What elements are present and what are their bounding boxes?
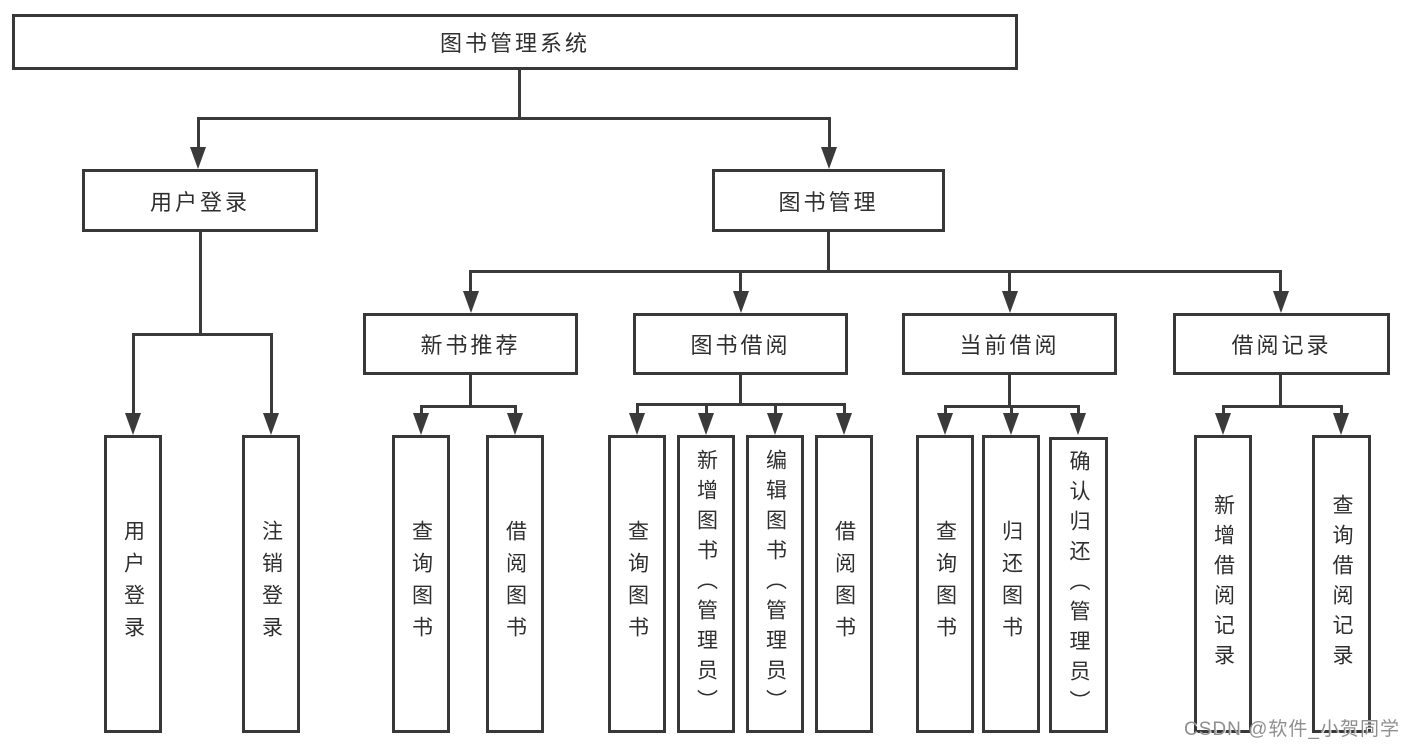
connector-line [513, 405, 517, 415]
node-book-management-label: 图书管理 [778, 189, 879, 215]
connector-line [1221, 405, 1343, 408]
arrowhead-icon [1001, 291, 1018, 313]
leaf-edit-book-admin: 编辑图书（管理员） [746, 435, 804, 733]
node-user-login-label: 用户登录 [149, 189, 250, 215]
arrowhead-icon [836, 413, 852, 435]
connector-line [635, 403, 639, 415]
connector-line [1076, 405, 1080, 415]
leaf-add-borrow-record: 新增借阅记录 [1194, 435, 1252, 733]
arrowhead-icon [1215, 413, 1231, 435]
connector-line [1009, 405, 1013, 415]
leaf-add-book-admin-label: 新增图书（管理员） [694, 449, 718, 719]
node-current-borrowing: 当前借阅 [902, 313, 1117, 375]
arrowhead-icon [698, 413, 714, 435]
node-borrowing-records: 借阅记录 [1173, 313, 1390, 375]
arrowhead-icon [821, 147, 837, 169]
connector-line [1221, 405, 1225, 415]
connector-line [517, 70, 521, 120]
connector-line [469, 375, 472, 408]
connector-line [1279, 270, 1282, 293]
connector-line [196, 117, 831, 120]
node-current-borrowing-label: 当前借阅 [959, 333, 1060, 358]
arrowhead-icon [732, 291, 749, 313]
connector-line [842, 403, 846, 415]
connector-line [196, 117, 200, 149]
connector-line [773, 403, 777, 415]
arrowhead-icon [1003, 413, 1019, 435]
arrowhead-icon [263, 413, 279, 435]
leaf-return-book: 归还图书 [982, 435, 1040, 733]
node-user-login: 用户登录 [82, 169, 318, 232]
node-book-borrowing: 图书借阅 [633, 313, 848, 375]
leaf-add-borrow-record-label: 新增借阅记录 [1211, 494, 1235, 674]
leaf-borrowing-query-book-label: 查询图书 [625, 520, 649, 648]
arrowhead-icon [1333, 413, 1349, 435]
leaf-current-query-book-label: 查询图书 [933, 520, 957, 648]
leaf-return-book-label: 归还图书 [999, 520, 1023, 648]
connector-line [198, 232, 202, 336]
connector-line [739, 375, 742, 406]
connector-line [269, 333, 273, 414]
connector-line [827, 117, 831, 149]
arrowhead-icon [125, 413, 141, 435]
leaf-confirm-return-admin: 确认归还（管理员） [1049, 437, 1108, 733]
connector-line [131, 333, 135, 414]
node-new-book-recommend-label: 新书推荐 [420, 333, 521, 358]
arrowhead-icon [1272, 291, 1289, 313]
arrowhead-icon [937, 413, 953, 435]
arrowhead-icon [1070, 413, 1086, 435]
leaf-user-login-label: 用户登录 [121, 520, 145, 648]
connector-line [1008, 270, 1011, 293]
leaf-recommend-query-book-label: 查询图书 [409, 520, 433, 648]
node-book-management: 图书管理 [712, 169, 945, 232]
leaf-recommend-borrow-book-label: 借阅图书 [503, 520, 527, 648]
leaf-borrowing-query-book: 查询图书 [608, 435, 666, 733]
leaf-add-book-admin: 新增图书（管理员） [677, 435, 735, 733]
leaf-edit-book-admin-label: 编辑图书（管理员） [763, 449, 787, 719]
connector-line [635, 403, 846, 406]
connector-line [1339, 405, 1343, 415]
leaf-query-borrow-record: 查询借阅记录 [1312, 435, 1371, 733]
node-root: 图书管理系统 [12, 14, 1018, 70]
watermark: CSDN @软件_小贺同学 [1184, 719, 1400, 740]
arrowhead-icon [413, 413, 429, 435]
connector-line [704, 403, 708, 415]
leaf-logout: 注销登录 [242, 435, 300, 733]
connector-line [419, 405, 517, 408]
arrowhead-icon [462, 291, 479, 313]
connector-line [827, 232, 830, 273]
connector-line [1008, 375, 1011, 408]
leaf-current-query-book: 查询图书 [916, 435, 974, 733]
leaf-borrow-book-label: 借阅图书 [832, 520, 856, 648]
leaf-query-borrow-record-label: 查询借阅记录 [1330, 494, 1353, 674]
leaf-user-login: 用户登录 [104, 435, 162, 733]
connector-line [943, 405, 947, 415]
connector-line [469, 270, 1282, 273]
leaf-confirm-return-admin-label: 确认归还（管理员） [1067, 450, 1090, 720]
node-root-label: 图书管理系统 [439, 31, 590, 56]
connector-line [469, 270, 472, 293]
leaf-recommend-query-book: 查询图书 [392, 435, 450, 733]
arrowhead-icon [190, 147, 206, 169]
node-book-borrowing-label: 图书借阅 [690, 333, 791, 358]
arrowhead-icon [507, 413, 523, 435]
connector-line [739, 270, 742, 293]
leaf-recommend-borrow-book: 借阅图书 [486, 435, 544, 733]
connector-line [131, 333, 273, 336]
leaf-borrow-book: 借阅图书 [815, 435, 873, 733]
leaf-logout-label: 注销登录 [259, 520, 283, 648]
node-borrowing-records-label: 借阅记录 [1231, 333, 1332, 358]
node-new-book-recommend: 新书推荐 [363, 313, 578, 375]
arrowhead-icon [629, 413, 645, 435]
connector-line [1279, 375, 1282, 408]
connector-line [419, 405, 423, 415]
arrowhead-icon [767, 413, 783, 435]
